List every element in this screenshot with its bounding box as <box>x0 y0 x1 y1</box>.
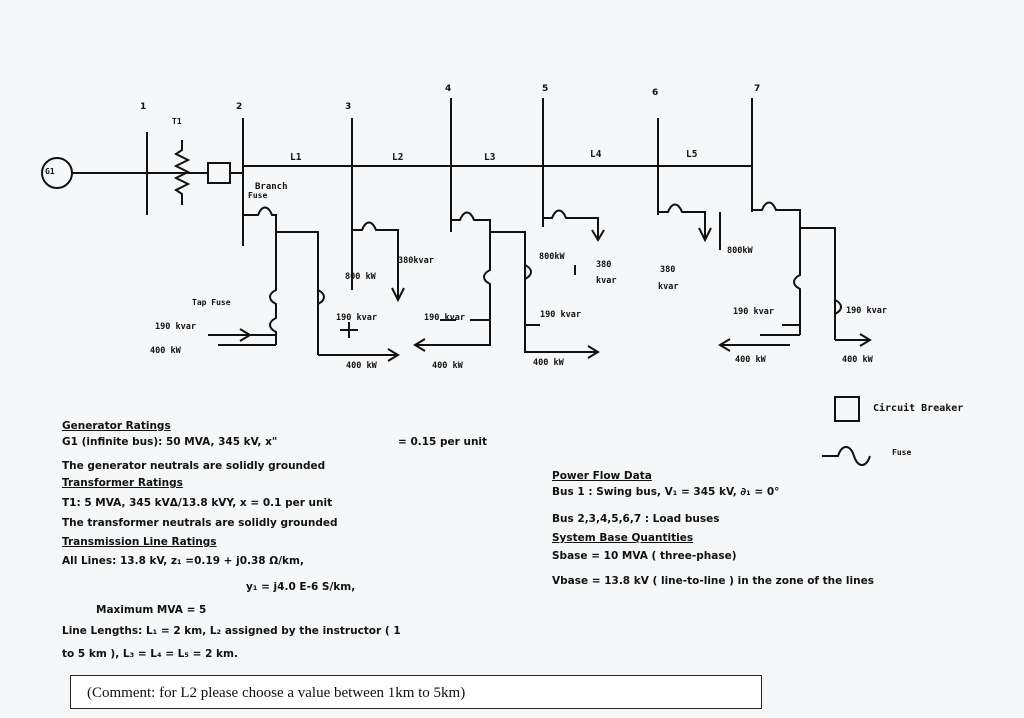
line-label: L2 <box>392 152 404 163</box>
bus-label: 2 <box>236 102 243 112</box>
comment-box: (Comment: for L2 please choose a value b… <box>70 675 762 709</box>
line-label: L4 <box>590 149 602 160</box>
load-label: 190 kvar <box>540 310 581 320</box>
legend-breaker-symbol <box>834 396 860 422</box>
breaker-symbol <box>207 162 231 184</box>
load-label: 190 kvar <box>155 322 196 332</box>
load-label: 800kW <box>727 246 753 256</box>
load-label: kvar <box>596 276 617 286</box>
branch-fuse-label: Fuse <box>248 191 268 200</box>
generator-label: G1 <box>45 167 55 176</box>
transformer-label: T1 <box>172 117 182 126</box>
t1-rating: T1: 5 MVA, 345 kVΔ/13.8 kVY, x = 0.1 per… <box>62 497 333 509</box>
generator-ratings-heading: Generator Ratings <box>62 420 171 432</box>
tr-neutral-note: The transformer neutrals are solidly gro… <box>62 517 338 529</box>
load-label: 800 kW <box>345 272 376 282</box>
power-flow-heading: Power Flow Data <box>552 470 652 482</box>
base-quantities-heading: System Base Quantities <box>552 532 694 544</box>
g1-value: = 0.15 per unit <box>398 436 488 448</box>
transformer-ratings-heading: Transformer Ratings <box>62 477 183 489</box>
load-label: 400 kW <box>150 346 181 356</box>
bus-label: 6 <box>652 88 659 98</box>
bus-label: 1 <box>140 102 147 112</box>
load-label: 400 kW <box>735 355 766 365</box>
load-label: 800kW <box>539 252 565 262</box>
load-label: 190 kvar <box>424 313 465 323</box>
load-label: 380kvar <box>398 256 434 266</box>
legend-fuse-symbol <box>822 446 871 466</box>
legend-fuse-label: Fuse <box>892 448 912 457</box>
line-lengths-cont: to 5 km ), L₃ = L₄ = L₅ = 2 km. <box>62 648 238 660</box>
legend-breaker-label: Circuit Breaker <box>873 403 964 414</box>
load-label: 400 kW <box>346 361 377 371</box>
load-label: 400 kW <box>533 358 564 368</box>
load-label: 190 kvar <box>336 313 377 323</box>
load-label: 190 kvar <box>733 307 774 317</box>
bus-label: 4 <box>445 84 452 94</box>
line-ratings-heading: Transmission Line Ratings <box>62 536 217 548</box>
bus-label: 3 <box>345 102 352 112</box>
bus1-data: Bus 1 : Swing bus, V₁ = 345 kV, ∂₁ = 0° <box>552 486 780 498</box>
tap-fuse-label: Tap Fuse <box>192 298 231 307</box>
line-label: L1 <box>290 152 302 163</box>
line-lengths: Line Lengths: L₁ = 2 km, L₂ assigned by … <box>62 625 401 637</box>
load-label: 400 kW <box>432 361 463 371</box>
max-mva: Maximum MVA = 5 <box>96 604 207 616</box>
load-label: 400 kW <box>842 355 873 365</box>
sbase: Sbase = 10 MVA ( three-phase) <box>552 550 737 562</box>
load-label: 380 <box>660 265 676 275</box>
line-label: L3 <box>484 152 496 163</box>
gen-neutral-note: The generator neutrals are solidly groun… <box>62 460 326 472</box>
line-admittance: y₁ = j4.0 E-6 S/km, <box>246 581 356 593</box>
g1-rating: G1 (infinite bus): 50 MVA, 345 kV, x" <box>62 436 278 448</box>
vbase: Vbase = 13.8 kV ( line-to-line ) in the … <box>552 575 874 587</box>
bus-label: 5 <box>542 84 549 94</box>
bus-label: 7 <box>754 84 761 94</box>
line-label: L5 <box>686 149 698 160</box>
line-impedance: All Lines: 13.8 kV, z₁ =0.19 + j0.38 Ω/k… <box>62 555 304 567</box>
load-buses: Bus 2,3,4,5,6,7 : Load buses <box>552 513 720 525</box>
branch-fuse-label: Branch <box>255 182 288 192</box>
load-label: kvar <box>658 282 679 292</box>
load-label: 190 kvar <box>846 306 887 316</box>
load-label: 380 <box>596 260 612 270</box>
